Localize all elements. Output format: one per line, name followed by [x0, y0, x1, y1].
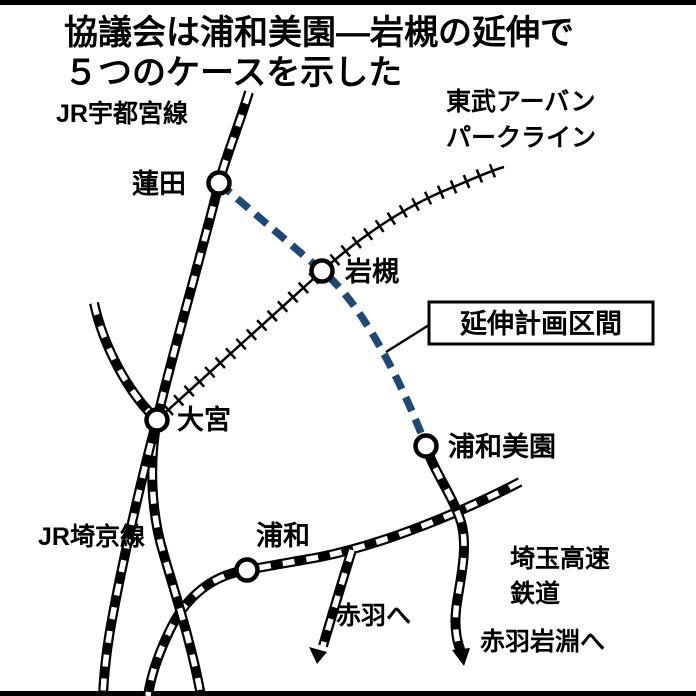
label-tobu-line-1: 東武アーバン [446, 88, 596, 116]
label-to-akabane: 赤羽へ [336, 602, 411, 630]
map-title-line-1: 協議会は浦和美園―岩槻の延伸で [64, 14, 574, 52]
extension-label: 延伸計画区間 [459, 308, 622, 339]
extension-label-box [427, 300, 655, 346]
label-saitama-rapid-1: 埼玉高速 [510, 544, 610, 573]
station-marker-omiya [144, 407, 170, 433]
bottom-border [0, 691, 696, 696]
station-label-urawa-misono: 浦和美園 [448, 431, 556, 462]
akabane-iwabuchi-arrow-icon [452, 648, 470, 666]
map-title-line-2: ５つのケースを示した [64, 54, 402, 92]
akabane-arrow-icon [309, 647, 327, 664]
label-saitama-rapid-2: 鉄道 [510, 579, 560, 608]
label-tobu-line-2: パークライン [446, 124, 596, 152]
station-marker-hasuda [206, 170, 232, 196]
station-marker-iwatsuki [309, 258, 335, 284]
station-marker-urawa [234, 557, 260, 583]
label-jr-saikyo: JR埼京線 [38, 522, 145, 551]
extension-leader-line [385, 323, 430, 354]
station-marker-urawa-misono [413, 433, 439, 459]
station-label-urawa: 浦和 [256, 520, 310, 551]
label-to-akabane-iwabuchi: 赤羽岩淵へ [480, 628, 605, 656]
station-label-hasuda: 蓮田 [132, 169, 186, 199]
label-jr-utsunomiya: JR宇都宮線 [56, 99, 188, 128]
station-label-iwatsuki: 岩槻 [344, 257, 399, 287]
top-border [0, 0, 696, 5]
station-label-omiya: 大宮 [177, 404, 231, 435]
